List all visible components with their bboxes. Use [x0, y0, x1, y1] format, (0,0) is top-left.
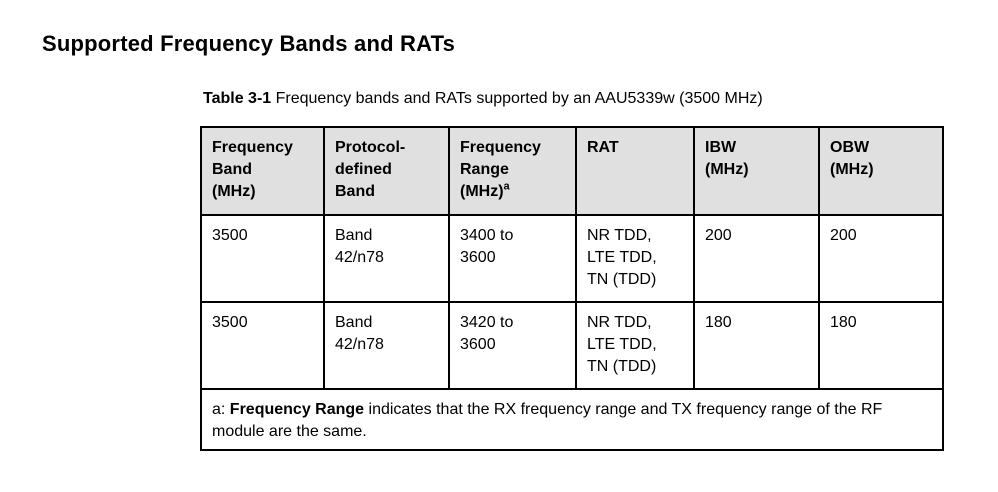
table-row: 3500 Band 42/n78 3420 to 3600 NR TDD, LT… — [200, 301, 944, 390]
table-caption-text: Frequency bands and RATs supported by an… — [271, 90, 763, 107]
table-cell-rat: NR TDD, LTE TDD, TN (TDD) — [575, 301, 695, 390]
table-cell-frequency-range: 3420 to 3600 — [448, 301, 577, 390]
footnote-marker: a — [503, 180, 510, 193]
header-row: Frequency Band (MHz) Protocol- defined B… — [200, 126, 944, 216]
page-title: Supported Frequency Bands and RATs — [42, 31, 456, 56]
column-header-label: RAT — [587, 139, 619, 156]
table-row: 3500 Band 42/n78 3400 to 3600 NR TDD, LT… — [200, 214, 944, 303]
table-cell-obw: 180 — [818, 301, 944, 390]
frequency-bands-table: Frequency Band (MHz) Protocol- defined B… — [200, 126, 944, 451]
footnote-row: a: Frequency Range indicates that the RX… — [200, 388, 944, 451]
table-cell-rat: NR TDD, LTE TDD, TN (TDD) — [575, 214, 695, 303]
column-header-label: Protocol- defined Band — [335, 139, 406, 200]
table-caption-label: Table 3-1 — [203, 90, 272, 107]
column-header-protocol-defined-band: Protocol- defined Band — [323, 126, 450, 216]
column-header-frequency-band: Frequency Band (MHz) — [200, 126, 325, 216]
footnote-text: indicates that the RX frequency range an… — [212, 401, 883, 440]
column-header-label: IBW (MHz) — [705, 139, 749, 178]
table-cell-protocol-defined-band: Band 42/n78 — [323, 301, 450, 390]
column-header-label: Frequency Band (MHz) — [212, 139, 293, 200]
column-header-frequency-range: Frequency Range (MHz)a — [448, 126, 577, 216]
table-cell-obw: 200 — [818, 214, 944, 303]
table-cell-frequency-range: 3400 to 3600 — [448, 214, 577, 303]
table-cell-ibw: 180 — [693, 301, 820, 390]
column-header-ibw: IBW (MHz) — [693, 126, 820, 216]
table-cell-frequency-band: 3500 — [200, 301, 325, 390]
table-caption: Table 3-1 Frequency bands and RATs suppo… — [203, 90, 763, 108]
footnote-cell: a: Frequency Range indicates that the RX… — [200, 388, 944, 451]
table-cell-ibw: 200 — [693, 214, 820, 303]
footnote-prefix: a: — [212, 401, 230, 418]
footnote-bold-term: Frequency Range — [229, 401, 365, 418]
column-header-rat: RAT — [575, 126, 695, 216]
table-cell-protocol-defined-band: Band 42/n78 — [323, 214, 450, 303]
table-cell-frequency-band: 3500 — [200, 214, 325, 303]
column-header-obw: OBW (MHz) — [818, 126, 944, 216]
column-header-label: Frequency Range (MHz) — [460, 139, 541, 200]
column-header-label: OBW (MHz) — [830, 139, 874, 178]
